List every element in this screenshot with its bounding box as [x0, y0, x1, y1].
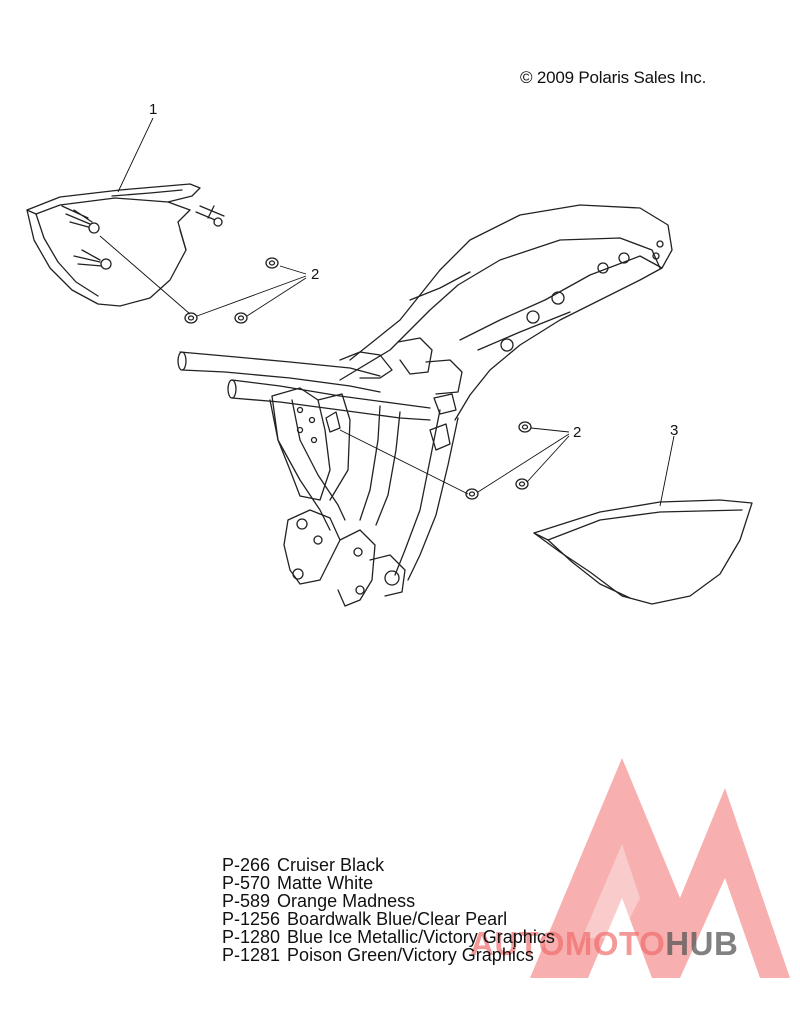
watermark-text-part-b: HUB: [665, 925, 739, 962]
motorcycle-frame: [177, 204, 673, 607]
part-1-side-cover: [26, 183, 225, 307]
legend-code: P-589: [222, 891, 271, 911]
watermark-text-part-a: AUTOMOTO: [470, 925, 666, 962]
legend-item: P-1256 Boardwalk Blue/Clear Pearl: [222, 910, 555, 928]
legend-color-name: Cruiser Black: [277, 855, 385, 875]
legend-code: P-1256: [222, 909, 281, 929]
legend-color-name: Blue Ice Metallic/Victory Graphics: [287, 927, 555, 947]
leader-lines: [99, 117, 675, 507]
legend-code: P-570: [222, 873, 271, 893]
part-3-side-cover: [533, 499, 753, 605]
watermark-text: AUTOMOTOHUB: [470, 926, 738, 962]
legend-code: P-266: [222, 855, 271, 875]
legend-color-name: Matte White: [277, 873, 374, 893]
part-2-fasteners: [184, 257, 532, 500]
callout-3: 3: [670, 422, 679, 439]
legend-color-name: Boardwalk Blue/Clear Pearl: [287, 909, 508, 929]
legend-item: P-1280 Blue Ice Metallic/Victory Graphic…: [222, 928, 555, 946]
legend-item: P-1281 Poison Green/Victory Graphics: [222, 946, 555, 964]
watermark-logo-icon: [530, 758, 790, 978]
copyright-notice: © 2009 Polaris Sales Inc.: [520, 68, 707, 87]
legend-item: P-589 Orange Madness: [222, 892, 555, 910]
legend-item: P-266 Cruiser Black: [222, 856, 555, 874]
callout-1: 1: [149, 101, 158, 118]
callout-2-upper: 2: [311, 266, 320, 283]
legend-color-name: Orange Madness: [277, 891, 416, 911]
legend-color-name: Poison Green/Victory Graphics: [287, 945, 534, 965]
paint-code-legend: P-266 Cruiser Black P-570 Matte White P-…: [222, 856, 555, 964]
legend-item: P-570 Matte White: [222, 874, 555, 892]
callout-2-lower: 2: [573, 424, 582, 441]
legend-code: P-1280: [222, 927, 281, 947]
legend-code: P-1281: [222, 945, 281, 965]
